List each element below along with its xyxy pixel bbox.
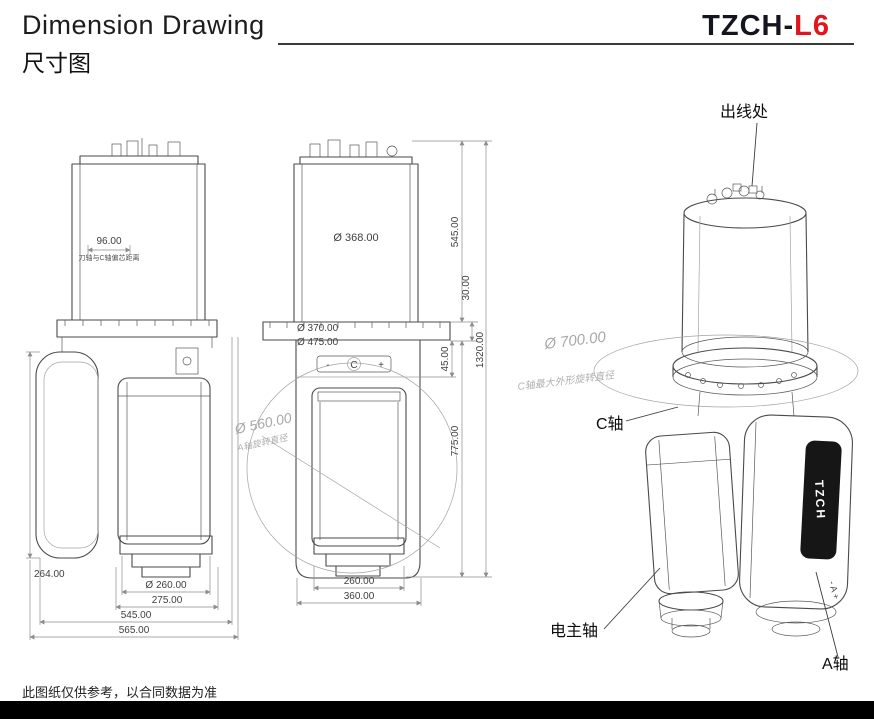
dim-96-note: 刀轴与C轴偏芯距离 — [78, 253, 139, 262]
label-a-axis: A轴 — [822, 655, 849, 673]
dim-30: 30.00 — [461, 275, 472, 300]
iso-view: 出线处 Ø 700.00 C轴最大外形旋转直径 — [517, 103, 859, 673]
c-plus: + — [378, 360, 384, 371]
dim-1320: 1320.00 — [475, 331, 486, 368]
dim-d368: Ø 368.00 — [333, 232, 378, 244]
header-rule — [278, 43, 854, 45]
dim-d700-note: C轴最大外形旋转直径 — [517, 369, 616, 393]
dim-275: 275.00 — [152, 595, 183, 606]
dim-d475: Ø 475.00 — [297, 337, 339, 348]
front-view: Ø 368.00 Ø 370.00 Ø 475.00 - C + Ø — [232, 139, 492, 606]
front-flange-bolts — [269, 322, 441, 328]
dim-360: 360.00 — [344, 591, 375, 602]
side-flange-bolts — [64, 320, 210, 326]
dim-545-front: 545.00 — [450, 216, 461, 247]
front-top-connectors — [309, 139, 398, 158]
brand-badge: TZCH — [812, 480, 828, 521]
footer-bar — [0, 701, 874, 719]
page-title-zh: 尺寸图 — [22, 50, 91, 76]
iso-spindle-motor — [645, 431, 739, 595]
dim-260: 260.00 — [344, 576, 375, 587]
dim-775: 775.00 — [450, 425, 461, 456]
iso-top-connectors — [706, 183, 765, 205]
dim-264: 264.00 — [34, 569, 65, 580]
page-title: Dimension Drawing — [22, 10, 265, 40]
a-axis-marker: - A + — [827, 580, 841, 600]
side-view: 96.00 刀轴与C轴偏芯距离 264.00 Ø 260.00 275.00 5… — [26, 138, 239, 640]
side-top-connectors — [111, 138, 181, 157]
brand-logo: TZCH-L6 — [702, 10, 830, 43]
brand-accent: L6 — [794, 10, 830, 42]
dim-45: 45.00 — [440, 346, 451, 371]
dim-545-side: 545.00 — [121, 610, 152, 621]
label-spindle: 电主轴 — [550, 622, 598, 640]
iso-flange-bolts — [685, 372, 797, 389]
dim-d260: Ø 260.00 — [145, 580, 187, 591]
c-axis-marker: C — [350, 360, 357, 371]
brand-primary: TZCH- — [702, 10, 795, 42]
label-wire-outlet: 出线处 — [720, 103, 768, 121]
dim-d370: Ø 370.00 — [297, 323, 339, 334]
dim-d700: Ø 700.00 — [542, 328, 607, 353]
footer-note: 此图纸仅供参考，以合同数据为准 — [22, 685, 218, 700]
dim-565: 565.00 — [119, 625, 150, 636]
dim-96: 96.00 — [96, 236, 121, 247]
label-c-axis: C轴 — [596, 415, 624, 433]
